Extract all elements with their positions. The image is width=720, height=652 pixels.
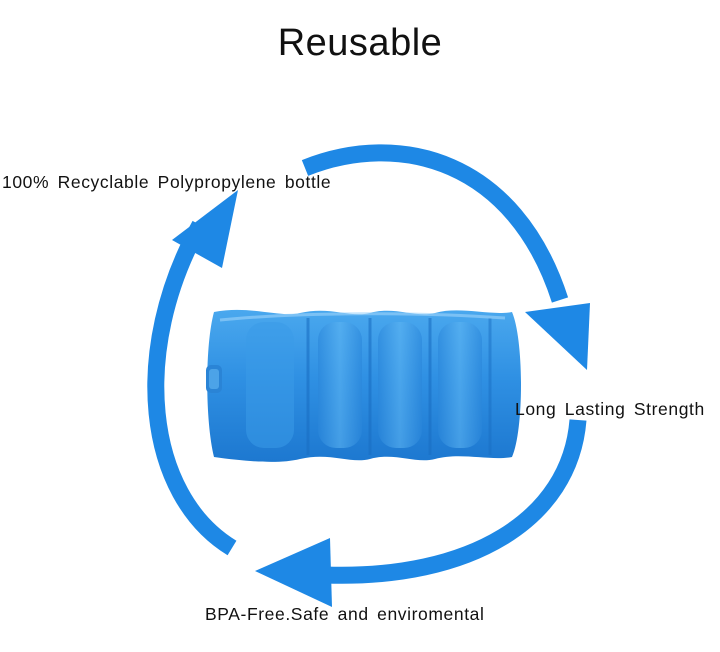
label-strength: Long Lasting Strength [515, 399, 705, 419]
label-recyclable: 100% Recyclable Polypropylene bottle [2, 172, 332, 192]
page-title: Reusable [277, 22, 443, 64]
arrow-bottom-icon [255, 419, 587, 607]
ice-pack-icon [206, 309, 521, 462]
arrow-top-right-icon [301, 144, 590, 370]
arrow-left-icon [147, 190, 238, 556]
label-bpa-free: BPA-Free.Safe and enviromental [205, 604, 485, 624]
